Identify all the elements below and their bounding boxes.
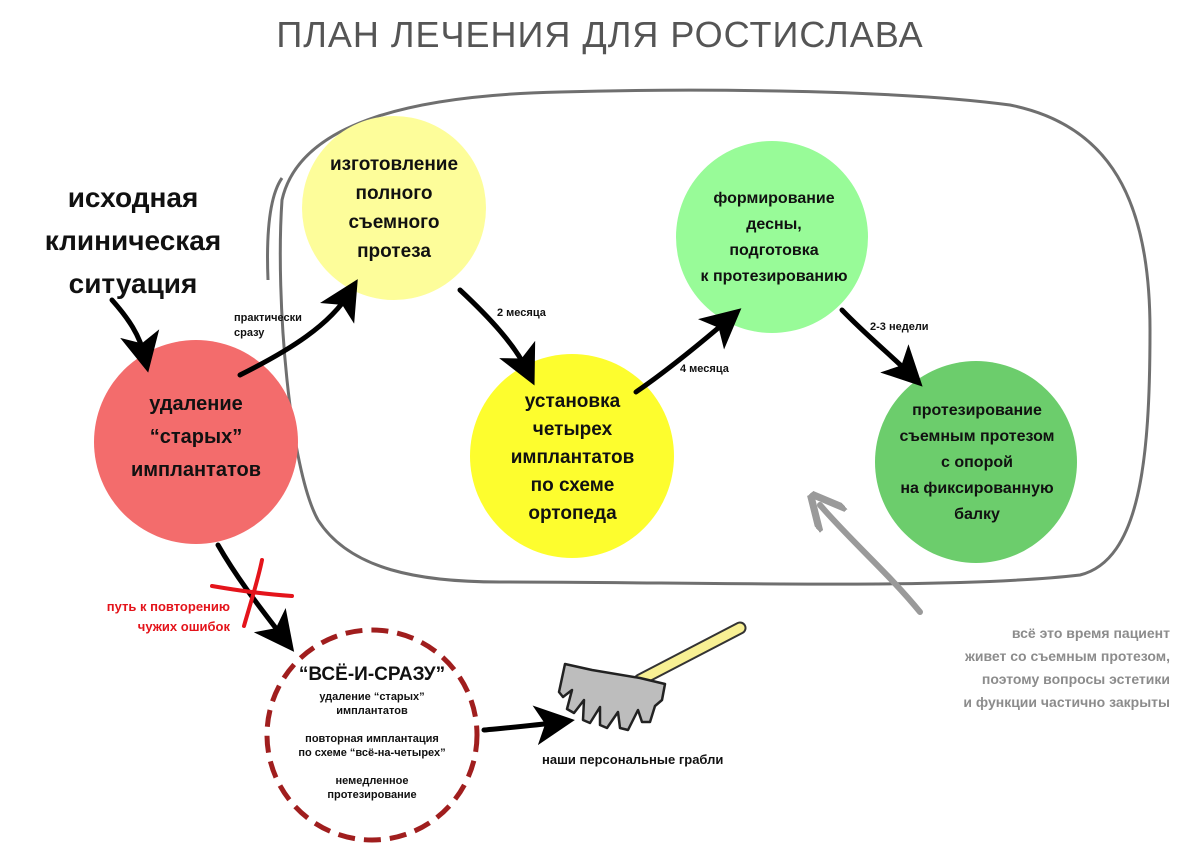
page-title: ПЛАН ЛЕЧЕНИЯ ДЛЯ РОСТИСЛАВА [276, 14, 924, 55]
all-at-once-line [262, 718, 482, 732]
arrow-label-two-months: 2 месяца [497, 307, 546, 319]
all-at-once-title: “ВСЁ-И-СРАЗУ” [298, 664, 446, 685]
node-gum-circle [676, 141, 868, 333]
arrow-implants-to-gum [633, 308, 742, 395]
arrow-gum-to-prosthesis [839, 307, 923, 387]
gray-note-arrow [820, 505, 923, 615]
arrow-all-at-once-to-rake [481, 705, 575, 746]
node-denture-label: изготовление полного съемного протеза [329, 153, 459, 262]
cross-mark-icon [210, 558, 294, 628]
start-situation-label: исходная клиническая ситуация [44, 182, 222, 299]
arrow-removal-to-denture [237, 279, 358, 378]
enclosing-loop [278, 88, 1152, 586]
node-implants-circle [470, 354, 674, 558]
all-at-once-line: немедленное [335, 775, 409, 787]
node-removal-label: удаление “старых” имплантатов [130, 393, 262, 481]
loop-overlap-stroke [266, 177, 284, 281]
all-at-once-line: имплантатов [336, 705, 408, 717]
all-at-once-line: протезирование [327, 789, 417, 801]
arrow-start-to-removal [109, 297, 160, 373]
arrow-removal-to-all-at-once [215, 542, 295, 652]
wrong-path-label: путь к повторению чужих ошибок [106, 599, 230, 634]
all-at-once-description: удаление “старых” имплантатов повторная … [262, 690, 482, 802]
node-gum-label: формирование десны, подготовка к протези… [700, 190, 848, 285]
all-at-once-line: повторная имплантация [305, 733, 439, 745]
all-at-once-line: удаление “старых” [319, 691, 425, 703]
node-implants-label: установка четырех имплантатов по схеме о… [510, 391, 635, 524]
node-prosthesis-label: протезирование съемным протезом с опорой… [899, 401, 1055, 523]
all-at-once-line: по схеме “всё-на-четырех” [298, 747, 446, 759]
gray-note: всё это время пациент живет со съемным п… [963, 625, 1170, 710]
node-removal-circle [94, 340, 298, 544]
arrow-label-practically: практически сразу [234, 312, 302, 339]
arrow-denture-to-implants [457, 287, 536, 386]
rake-label: наши персональные грабли [542, 752, 724, 767]
arrow-label-four-months: 4 месяца [680, 363, 729, 375]
node-prosthesis-circle [875, 361, 1077, 563]
all-at-once-circle [264, 627, 480, 843]
node-denture-circle [302, 116, 486, 300]
rake-icon [557, 621, 747, 732]
all-at-once-line [262, 760, 482, 774]
arrow-label-two-three-weeks: 2-3 недели [870, 321, 929, 333]
